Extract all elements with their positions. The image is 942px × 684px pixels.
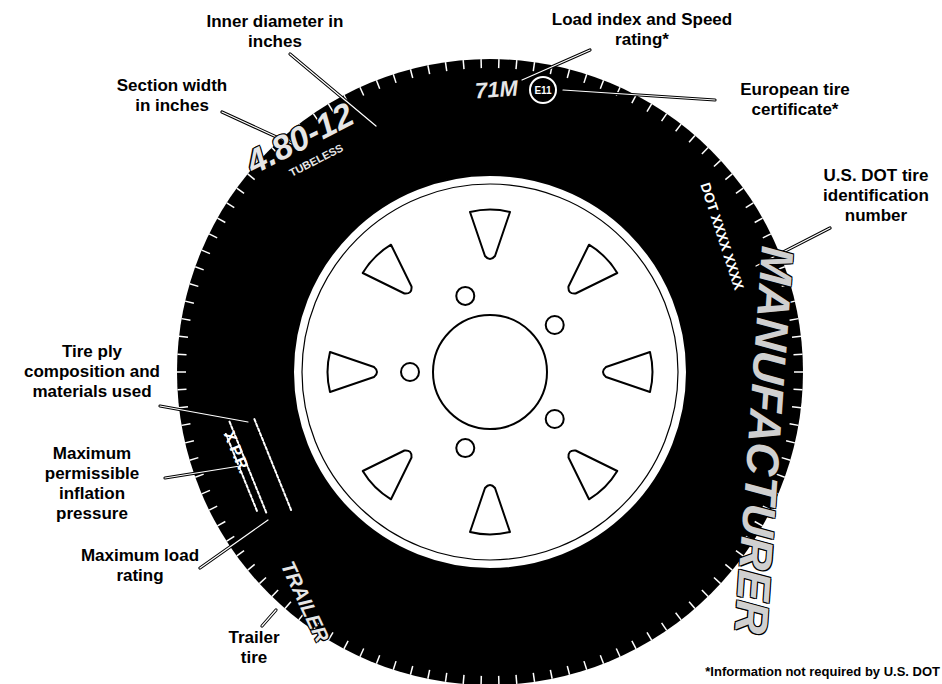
callout-label: Section width in inches	[112, 76, 232, 116]
callout-label: Maximum permissible inflation pressure	[22, 444, 162, 524]
tire-body	[177, 59, 803, 684]
rim-inner-edge	[302, 184, 678, 560]
footnote: *Information not required by U.S. DOT	[650, 664, 940, 679]
callout-label: Inner diameter in inches	[205, 12, 345, 52]
wheel-rim	[293, 175, 687, 569]
tread-ticks	[177, 59, 803, 684]
certificate-text: E11	[534, 85, 551, 96]
callout-label: Tire ply composition and materials used	[22, 342, 162, 402]
callout-label: U.S. DOT tire identification number	[815, 166, 937, 226]
lug-holes	[401, 287, 564, 457]
callout-label: Trailer tire	[214, 628, 294, 668]
callout-label: Load index and Speed rating*	[542, 10, 742, 50]
wheel-hub	[433, 315, 547, 429]
load-speed-marking: 71M	[474, 76, 519, 105]
certificate-circle: E11	[529, 76, 557, 104]
callout-label: European tire certificate*	[720, 80, 870, 120]
wheel-cutouts	[328, 210, 653, 535]
callout-label: Maximum load rating	[80, 546, 200, 586]
